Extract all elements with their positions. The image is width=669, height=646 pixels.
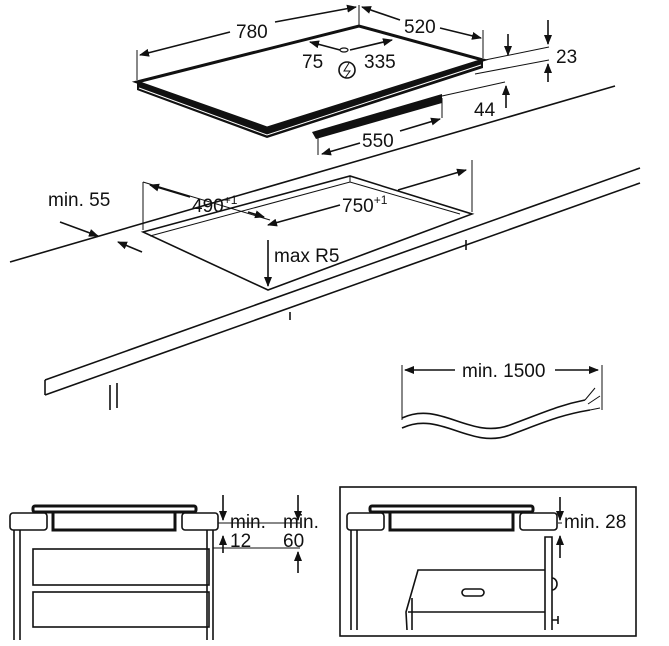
cable-offset-right-label: 335 [364, 52, 396, 73]
drawer-min-label-a: min. [230, 512, 266, 533]
hob-box-height-label: 44 [474, 100, 496, 121]
oven-installation-view [339, 486, 637, 637]
hob-depth-label: 520 [404, 17, 436, 38]
cutout-opening [140, 175, 475, 291]
drawer-installation-view [9, 495, 302, 640]
cutout-radius-label: max R5 [274, 246, 339, 267]
power-cable [401, 365, 603, 440]
cable-offset-left-label: 75 [302, 52, 323, 73]
hob-dimensions [136, 4, 552, 156]
edge-distance-label: min. 55 [48, 190, 110, 211]
drawer-gap-b-label: 60 [283, 531, 304, 552]
hob-width-label: 780 [236, 22, 268, 43]
hob-box-width-label: 550 [362, 131, 394, 152]
cutout-depth-label: 490+1 [192, 193, 238, 217]
countertop [9, 85, 641, 410]
cutout-dimensions [59, 160, 473, 287]
cutout-width-label: 750+1 [342, 193, 388, 217]
electrical-connection-icon [338, 61, 356, 79]
drawer-min-label-b: min. [283, 512, 319, 533]
cable-length-label: min. 1500 [462, 361, 545, 382]
hob-thickness-label: 23 [556, 47, 577, 68]
hob [131, 24, 489, 139]
oven-gap-label: min. 28 [564, 512, 626, 533]
drawer-gap-a-label: 12 [230, 531, 251, 552]
